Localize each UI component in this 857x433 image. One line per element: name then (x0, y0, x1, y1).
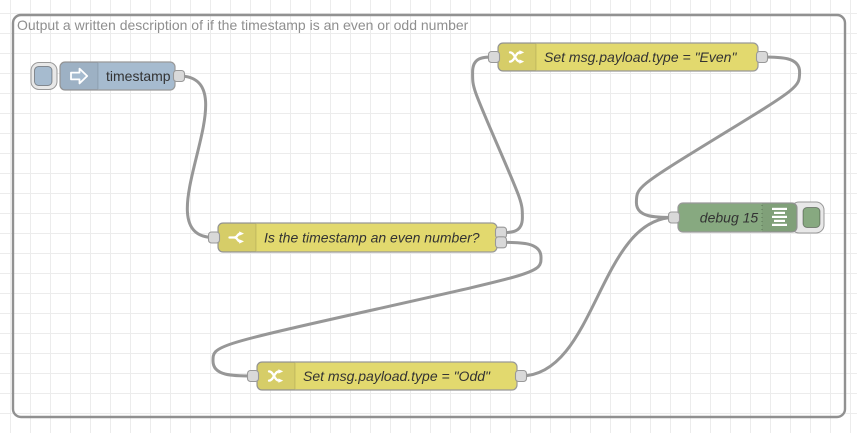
group-outline[interactable] (11, 13, 847, 419)
input-port[interactable] (667, 211, 681, 224)
output-port[interactable] (755, 50, 769, 64)
arrowhead (239, 231, 244, 236)
node-label: Set msg.payload.type = "Odd" (303, 368, 491, 384)
wire-timestamp-to-switch[interactable] (177, 74, 216, 239)
node-label: timestamp (106, 68, 171, 84)
timestamp-button-inner (34, 66, 53, 86)
list-line (772, 215, 787, 218)
arrowhead (278, 378, 284, 383)
arrowhead (278, 369, 284, 374)
wire-switch-to-change-odd[interactable] (211, 240, 543, 378)
icon-region (498, 43, 536, 71)
switch-fork-icon (228, 231, 244, 244)
output-port[interactable] (494, 236, 508, 249)
node-label: Is the timestamp an even number? (264, 230, 480, 246)
wire-switch-to-change-even[interactable] (471, 55, 524, 235)
output-port[interactable] (172, 69, 186, 83)
list-line (772, 223, 787, 226)
inject-arrow-icon (70, 67, 89, 85)
output-port[interactable] (514, 369, 528, 383)
list-line (774, 211, 785, 214)
list-line (774, 219, 785, 222)
wire-change-even-to-debug[interactable] (634, 55, 802, 219)
shuffle-line (508, 51, 522, 63)
list-line (772, 207, 787, 210)
node-change-even[interactable]: Set msg.payload.type = "Even" (487, 42, 769, 72)
debug-button-inner (802, 207, 821, 228)
input-port[interactable] (246, 369, 260, 383)
node-switch[interactable]: Is the timestamp an even number? (207, 222, 508, 253)
debug-lines-icon (772, 207, 787, 226)
shuffle-line (267, 370, 281, 382)
node-label: debug 15 (700, 210, 759, 226)
change-shuffle-icon (508, 50, 525, 64)
arrowhead (519, 50, 525, 55)
node-change-odd[interactable]: Set msg.payload.type = "Odd" (246, 361, 528, 391)
node-label: Set msg.payload.type = "Even" (544, 49, 737, 65)
icon-region (257, 362, 295, 390)
arrowhead (519, 59, 525, 64)
arrow-shape (70, 67, 89, 85)
input-port[interactable] (487, 50, 501, 64)
node-debug[interactable]: debug 15 (667, 201, 825, 234)
group-label: Output a written description of if the t… (17, 17, 469, 33)
wire-change-odd-to-debug[interactable] (519, 216, 676, 378)
input-port[interactable] (207, 231, 221, 244)
node-timestamp[interactable]: timestamp (30, 61, 186, 91)
arrowhead (239, 239, 244, 244)
change-shuffle-icon (267, 369, 284, 383)
